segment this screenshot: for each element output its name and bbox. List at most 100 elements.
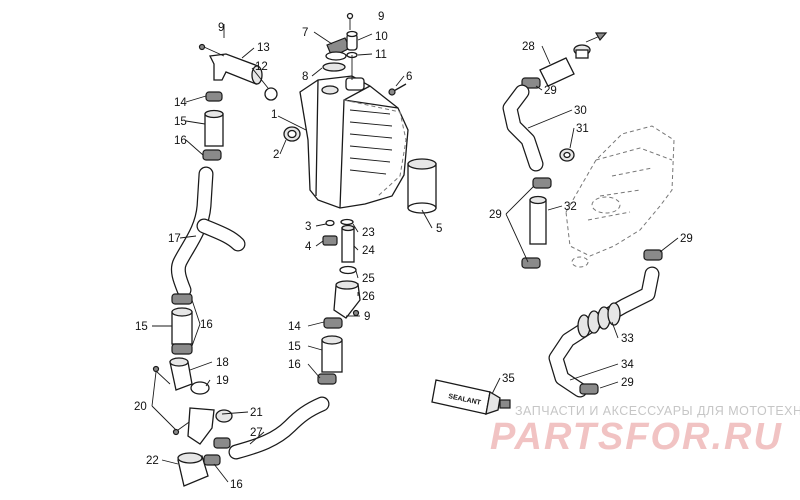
callout: 17 [168, 233, 181, 245]
screw-9-center [352, 309, 360, 317]
hose-27 [228, 396, 330, 460]
callout: 9 [378, 11, 384, 23]
callout: 6 [406, 71, 412, 83]
callout: 18 [216, 357, 229, 369]
callout: 32 [564, 201, 577, 213]
filter-28 [539, 57, 575, 87]
screw-20-b [172, 428, 180, 436]
fitting-18 [169, 357, 193, 391]
callout: 13 [257, 42, 270, 54]
tank-bracket [343, 99, 407, 197]
callout: 26 [362, 291, 375, 303]
callout: 16 [230, 479, 243, 491]
sleeve-15-b [171, 307, 193, 345]
callout: 15 [135, 321, 148, 333]
sleeve-15-c [321, 335, 343, 373]
callout: 8 [302, 71, 308, 83]
callout-numbers: 9 13 12 7 8 10 11 9 6 1 2 14 15 16 17 3 … [134, 11, 693, 491]
callout: 14 [288, 321, 301, 333]
clamp-14-a [205, 91, 223, 102]
callout: 15 [288, 341, 301, 353]
callout: 29 [544, 85, 557, 97]
oil-tank [299, 75, 409, 209]
callout: 14 [174, 97, 187, 109]
callout: 33 [621, 333, 634, 345]
arrow-head [594, 32, 608, 42]
callout: 34 [621, 359, 634, 371]
callout: 29 [489, 209, 502, 221]
callout: 16 [200, 319, 213, 331]
hose-34 [548, 266, 660, 398]
screw-20-a [152, 365, 160, 373]
callout: 24 [362, 245, 375, 257]
callout: 22 [146, 455, 159, 467]
callout: 1 [271, 109, 277, 121]
sleeve-32 [529, 195, 547, 245]
sleeve-15-a [204, 109, 224, 147]
clamp-29-e [579, 383, 599, 395]
callout: 27 [250, 427, 263, 439]
callout: 11 [375, 49, 387, 61]
dipstick-fitting [346, 30, 358, 51]
callout: 31 [576, 123, 589, 135]
screw-9-top [346, 12, 354, 20]
tube-24 [341, 224, 355, 263]
oring-25 [339, 265, 357, 275]
callout: 23 [362, 227, 375, 239]
callout: 16 [174, 135, 187, 147]
fitting-29-top [573, 44, 591, 59]
callout: 25 [362, 273, 375, 285]
callout: 2 [273, 149, 279, 161]
clamp-16-c [171, 343, 193, 355]
oring-12 [264, 87, 278, 101]
bolt-6 [388, 83, 407, 96]
oring-23 [340, 218, 354, 226]
callout: 10 [375, 31, 388, 43]
fitting-21 [187, 407, 233, 445]
cap-gasket [322, 62, 346, 72]
callout: 7 [302, 27, 308, 39]
callout: 16 [288, 359, 301, 371]
watermark-logo: PARTSFOR.RU [490, 416, 783, 458]
hose-30 [502, 84, 544, 172]
callout: 3 [305, 221, 311, 233]
callout: 35 [502, 373, 515, 385]
clamp-14-b [323, 317, 343, 329]
callout: 15 [174, 116, 187, 128]
leader-lines [151, 24, 679, 483]
part-22 [177, 452, 209, 487]
clamp-16-e [213, 437, 231, 449]
clamp-29-c [521, 257, 541, 269]
clamp-16-b [171, 293, 193, 305]
callout: 5 [436, 223, 442, 235]
callout: 28 [522, 41, 535, 53]
sealant-tube-35: SEALANT [431, 379, 511, 415]
clamp-29-b [532, 177, 552, 189]
clamp-29-a [521, 77, 541, 89]
callout: 12 [255, 61, 268, 73]
callout: 29 [621, 377, 634, 389]
drain-plug-4 [322, 235, 338, 246]
callout: 9 [218, 22, 224, 34]
clamp-16-d [203, 454, 221, 466]
oil-pump-housing [565, 125, 675, 268]
clamp-29-d [643, 249, 663, 261]
callout: 4 [305, 241, 312, 253]
elbow-26 [333, 280, 361, 319]
callout: 30 [574, 105, 587, 117]
grommet-31 [559, 148, 575, 162]
callout: 19 [216, 375, 229, 387]
oil-filter-5 [407, 158, 437, 214]
watermark-tagline: ЗАПЧАСТИ И АКСЕССУАРЫ ДЛЯ МОТОТЕХНИКИ [515, 404, 800, 418]
callout: 20 [134, 401, 147, 413]
hose-17 [170, 166, 246, 298]
grommet-2 [283, 126, 301, 142]
callout: 29 [680, 233, 693, 245]
clamp-16-a [202, 149, 222, 161]
washer-3 [325, 219, 335, 227]
callout: 21 [250, 407, 263, 419]
gasket-19 [190, 381, 210, 395]
screw-9-left [198, 43, 206, 51]
